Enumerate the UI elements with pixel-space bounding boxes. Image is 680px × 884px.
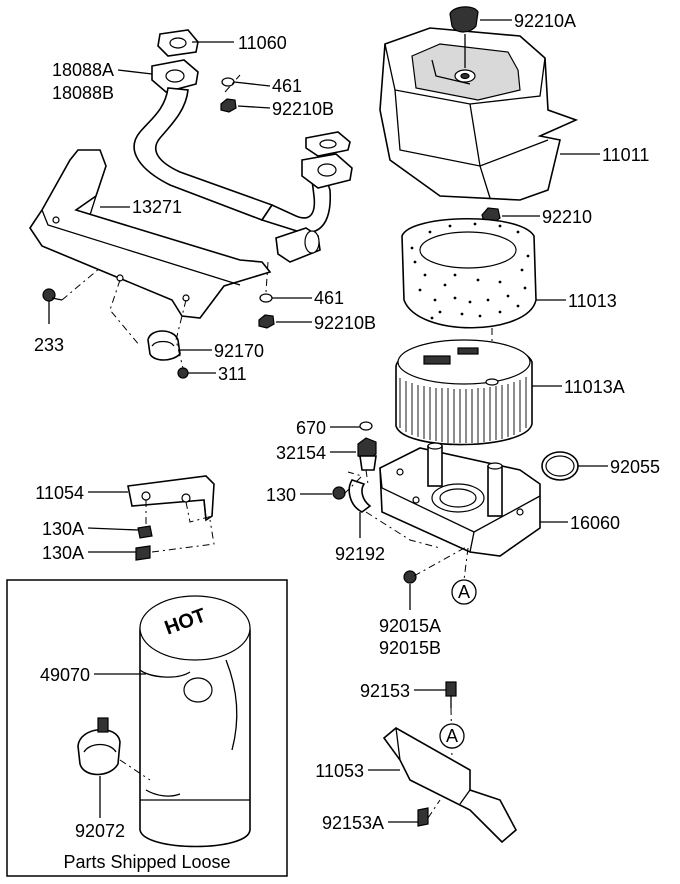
label-92170: 92170 [214, 341, 264, 361]
label-92210b-lower: 92210B [314, 313, 376, 333]
label-92153a: 92153A [322, 813, 384, 833]
label-13271: 13271 [132, 197, 182, 217]
label-92210: 92210 [542, 207, 592, 227]
label-130a-upper: 130A [42, 519, 84, 539]
label-92055: 92055 [610, 457, 660, 477]
label-18088a: 18088A [52, 60, 114, 80]
label-11060: 11060 [238, 33, 287, 53]
air-cleaner-base-16060 [379, 442, 541, 557]
label-233: 233 [34, 335, 64, 355]
label-92210a: 92210A [514, 11, 576, 31]
label-311: 311 [218, 364, 247, 384]
knob-92210A [449, 6, 479, 68]
bracket-11053 [382, 681, 518, 844]
label-92210b-upper: 92210B [272, 99, 334, 119]
label-92192: 92192 [335, 544, 385, 564]
air-filter-element-11013A [395, 339, 533, 446]
label-32154: 32154 [276, 443, 326, 463]
label-92072: 92072 [75, 821, 125, 841]
label-11054: 11054 [35, 483, 84, 503]
label-16060: 16060 [570, 513, 620, 533]
exhaust-pipe-assembly [133, 29, 353, 263]
air-cleaner-cover-11011 [379, 27, 579, 201]
leader-lines [48, 19, 608, 823]
label-18088b: 18088B [52, 83, 114, 103]
pre-cleaner-11013 [401, 217, 537, 329]
parts-shipped-loose-caption: Parts Shipped Loose [63, 852, 230, 872]
label-11011: 11011 [602, 145, 649, 165]
label-11053: 11053 [315, 761, 364, 781]
muffler-49070: HOT [139, 595, 251, 848]
clamp-92072 [77, 717, 151, 781]
label-92015b: 92015B [379, 638, 441, 658]
label-130: 130 [266, 485, 296, 505]
label-11013a: 11013A [564, 377, 625, 397]
label-92015a: 92015A [379, 616, 441, 636]
reference-callout-a-2: A [439, 723, 465, 749]
reference-callout-a-1: A [451, 579, 477, 605]
svg-text:A: A [446, 726, 458, 746]
label-11013: 11013 [568, 291, 617, 311]
base-hardware [332, 421, 469, 584]
label-461-lower: 461 [314, 288, 344, 308]
label-92153: 92153 [360, 681, 410, 701]
part-labels: 11060 18088A 18088B 461 92210B 13271 233… [34, 11, 660, 872]
bracket-11054 [127, 475, 215, 561]
label-670: 670 [296, 418, 326, 438]
label-49070: 49070 [40, 665, 90, 685]
heat-shield-bracket-13271 [29, 149, 272, 319]
svg-text:A: A [458, 582, 470, 602]
label-461-upper: 461 [272, 76, 302, 96]
label-130a-lower: 130A [42, 543, 84, 563]
